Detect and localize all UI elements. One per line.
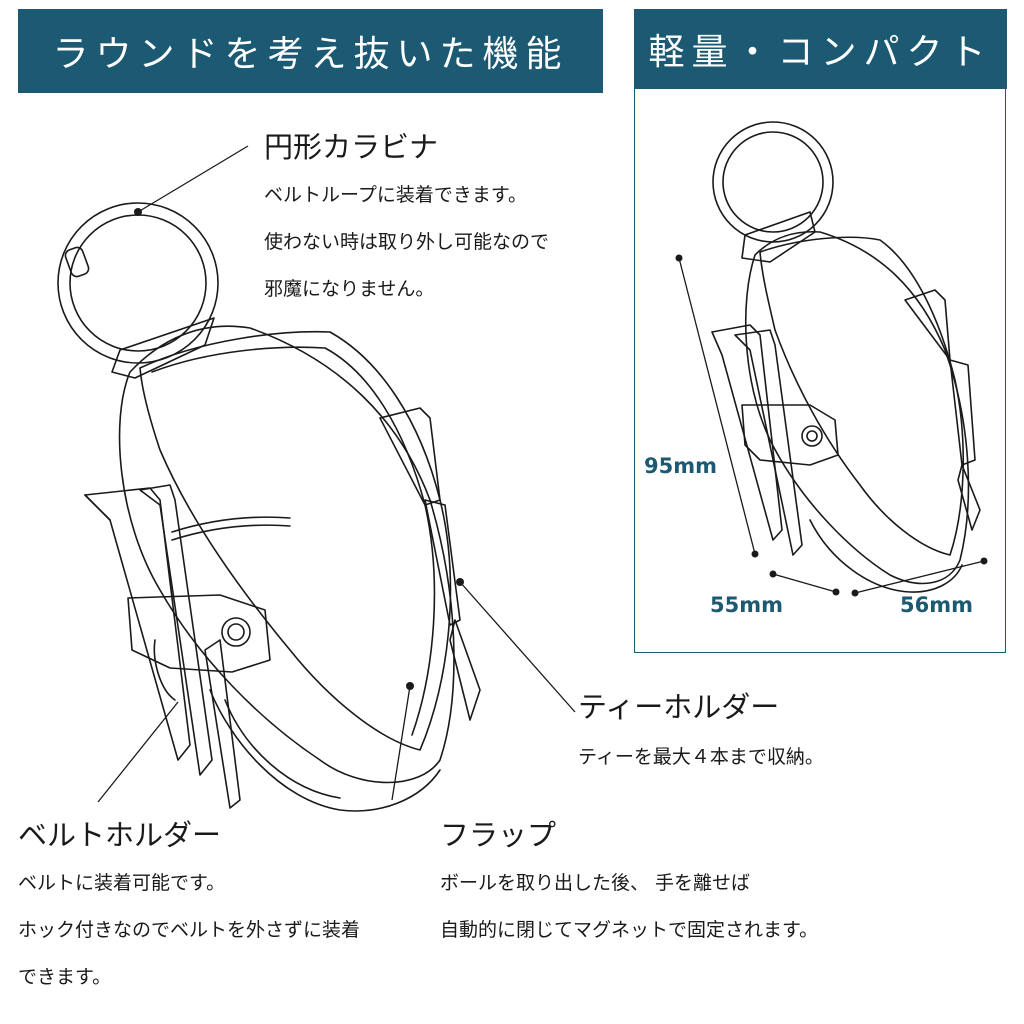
belt-holder-strap bbox=[127, 594, 271, 673]
flap-stitch bbox=[151, 346, 436, 736]
tee-left-2 bbox=[139, 484, 213, 776]
carabiner-title: 円形カラビナ bbox=[264, 130, 439, 164]
belt-holder-title: ベルトホルダー bbox=[18, 818, 222, 852]
tee-left-1 bbox=[84, 487, 191, 761]
compact-banner-text: 軽量・コンパクト bbox=[648, 32, 993, 73]
tee-holder-band bbox=[424, 499, 461, 626]
tee-holder-title: ティーホルダー bbox=[578, 690, 780, 724]
carabiner-leader bbox=[137, 145, 249, 213]
depth-dimension-line bbox=[772, 573, 837, 593]
tee-holder-leader bbox=[459, 581, 576, 713]
pouch-body bbox=[118, 325, 455, 784]
carabiner-ring-inner bbox=[69, 214, 207, 352]
carabiner-line-3: 邪魔になりません。 bbox=[264, 278, 435, 300]
flap-title: フラップ bbox=[440, 818, 557, 852]
flap-line-1: ボールを取り出した後、 手を離せば bbox=[440, 872, 751, 894]
width-dimension-line bbox=[854, 560, 985, 594]
carabiner-description: ベルトループに装着できます。 使わない時は取り外し可能なので 邪魔になりません。 bbox=[264, 172, 549, 313]
compact-banner: 軽量・コンパクト bbox=[634, 9, 1007, 89]
belt-holder-line-2: ホック付きなのでベルトを外さずに装着 bbox=[18, 919, 361, 941]
small-belt-holder bbox=[741, 404, 839, 466]
flap-line-2: 自動的に閉じてマグネットで固定されます。 bbox=[440, 919, 819, 941]
small-pouch-body bbox=[744, 230, 970, 585]
belt-holder-line-1: ベルトに装着可能です。 bbox=[18, 872, 226, 894]
carabiner-strap bbox=[111, 317, 215, 379]
tee-right-2 bbox=[449, 619, 481, 721]
small-pouch-illustration bbox=[711, 121, 981, 593]
carabiner-line-2: 使わない時は取り外し可能なので bbox=[264, 231, 550, 253]
small-pouch-flap bbox=[759, 236, 965, 556]
functions-banner: ラウンドを考え抜いた機能 bbox=[18, 9, 603, 93]
carabiner-ring-outer bbox=[57, 202, 219, 364]
belt-holder-snap bbox=[221, 617, 251, 647]
depth-label: 55mm bbox=[710, 593, 783, 617]
carabiner-gate bbox=[64, 246, 90, 278]
belt-holder-description: ベルトに装着可能です。 ホック付きなのでベルトを外さずに装着 できます。 bbox=[18, 860, 360, 1001]
flap-description: ボールを取り出した後、 手を離せば 自動的に閉じてマグネットで固定されます。 bbox=[440, 860, 818, 954]
width-label: 56mm bbox=[900, 593, 973, 617]
small-carabiner-outer bbox=[712, 121, 834, 243]
functions-banner-text: ラウンドを考え抜いた機能 bbox=[52, 34, 569, 75]
flap-leader bbox=[391, 685, 411, 801]
height-dimension-line bbox=[678, 257, 756, 555]
callout-dots bbox=[134, 208, 988, 690]
callout-lines bbox=[97, 145, 985, 803]
pouch-flap bbox=[139, 330, 452, 751]
tee-right-1 bbox=[379, 407, 441, 506]
large-pouch-illustration bbox=[57, 202, 481, 812]
tee-holder-description: ティーを最大４本まで収納。 bbox=[578, 734, 824, 781]
compact-panel-frame bbox=[634, 89, 1006, 653]
pouch-seam bbox=[171, 516, 291, 533]
carabiner-line-1: ベルトループに装着できます。 bbox=[264, 184, 527, 206]
belt-holder-leader bbox=[97, 701, 179, 803]
tee-holder-line-1: ティーを最大４本まで収納。 bbox=[578, 746, 824, 768]
bottom-strap bbox=[209, 689, 441, 812]
height-label: 95mm bbox=[644, 454, 717, 478]
belt-holder-line-3: できます。 bbox=[18, 966, 112, 988]
tee-left-3 bbox=[204, 639, 241, 809]
